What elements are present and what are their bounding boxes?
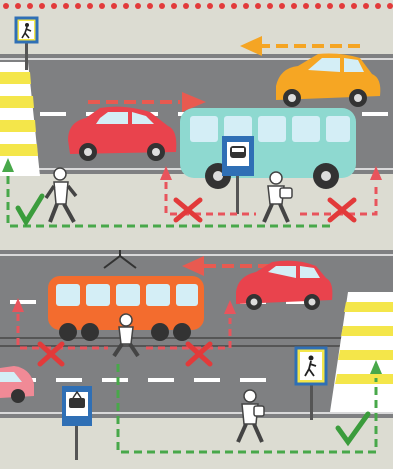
divider-strip [0,232,393,248]
bus [180,108,356,189]
road-bottom-edge-line [0,412,393,414]
pavement-bottom [0,418,393,469]
road-bottom-edge-line [0,254,393,256]
